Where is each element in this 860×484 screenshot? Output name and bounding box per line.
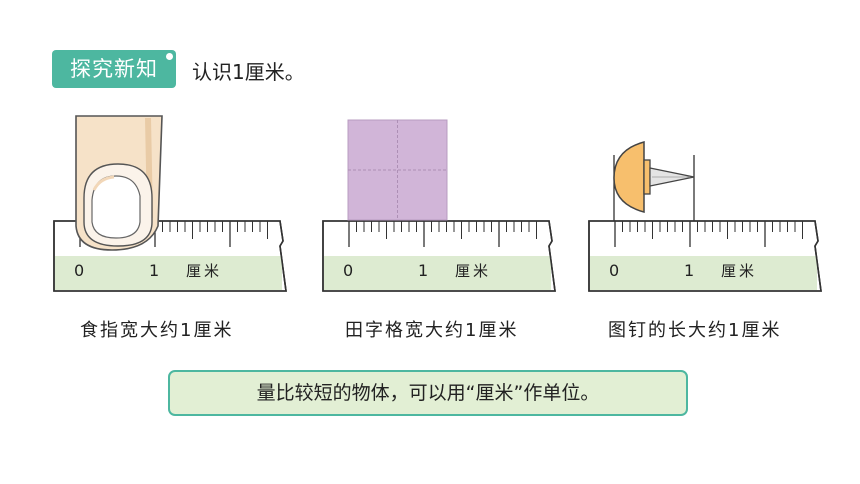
ruler-one-label: 1 — [149, 261, 159, 280]
ruler-unit-label: 厘米 — [455, 262, 491, 280]
ruler-unit-label: 厘米 — [721, 262, 757, 280]
summary-box: 量比较短的物体，可以用“厘米”作单位。 — [168, 370, 688, 416]
ruler-zero-label: 0 — [609, 261, 619, 280]
section-badge-label: 探究新知 — [70, 57, 158, 81]
ruler-zero-label: 0 — [74, 261, 84, 280]
intro-text: 认识1厘米。 — [192, 60, 305, 84]
section-badge: 探究新知 — [52, 50, 176, 88]
finger-icon — [75, 115, 163, 251]
badge-dot-icon — [166, 53, 173, 60]
ruler-one-label: 1 — [684, 261, 694, 280]
ruler-zero-label: 0 — [343, 261, 353, 280]
ruler-grid: 0 1 厘米 — [322, 220, 556, 292]
caption-finger: 食指宽大约1厘米 — [80, 320, 234, 341]
caption-grid: 田字格宽大约1厘米 — [345, 320, 519, 341]
ruler-unit-label: 厘米 — [186, 262, 222, 280]
summary-text: 量比较短的物体，可以用“厘米”作单位。 — [256, 382, 600, 404]
thumbtack-icon — [613, 141, 695, 221]
ruler-finger: 0 1 厘米 — [53, 220, 287, 292]
grid-square-icon — [347, 119, 448, 221]
caption-thumbtack: 图钉的长大约1厘米 — [608, 320, 782, 341]
ruler-thumbtack: 0 1 厘米 — [588, 220, 822, 292]
ruler-one-label: 1 — [418, 261, 428, 280]
